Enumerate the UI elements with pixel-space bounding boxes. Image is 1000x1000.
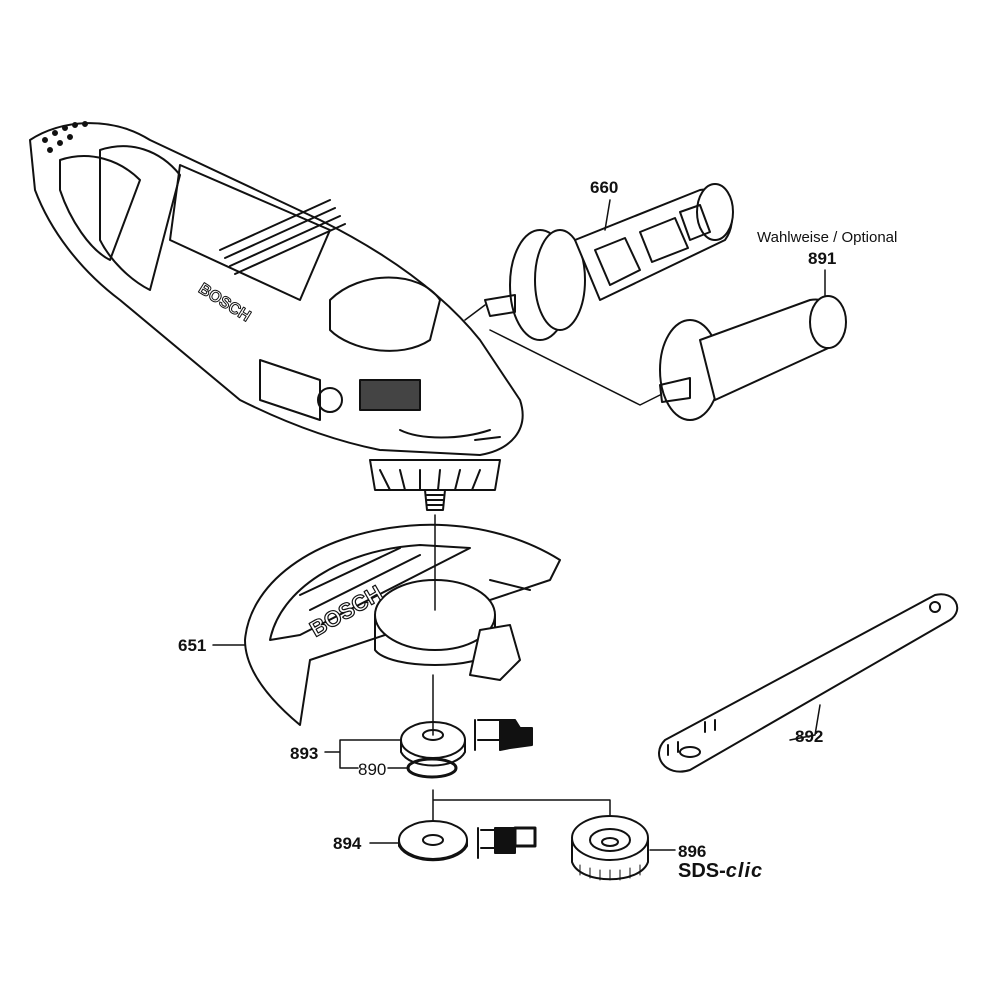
label-leaders bbox=[212, 199, 826, 851]
wheel-guard-651 bbox=[244, 523, 561, 726]
auxiliary-handle-660 bbox=[484, 183, 734, 341]
part-number-892: 892 bbox=[795, 727, 824, 746]
clamping-nut-894 bbox=[398, 820, 468, 862]
o-ring-890 bbox=[406, 757, 458, 779]
part-number-891: 891 bbox=[808, 249, 837, 268]
auxiliary-handle-891 bbox=[659, 295, 847, 421]
sds-clic-label: SDS-clic bbox=[678, 860, 763, 883]
sds-suffix: clic bbox=[725, 860, 764, 882]
flange-orientation-symbol-893 bbox=[474, 719, 533, 751]
sds-prefix: SDS- bbox=[678, 860, 726, 882]
part-number-896: 896 bbox=[678, 842, 707, 861]
optional-note-891: Wahlweise / Optional bbox=[757, 229, 898, 246]
quick-clamping-nut-896 bbox=[571, 815, 649, 881]
angle-grinder-body bbox=[29, 121, 524, 511]
part-number-890: 890 bbox=[358, 760, 387, 779]
part-number-651: 651 bbox=[178, 636, 207, 655]
part-number-894: 894 bbox=[333, 834, 362, 853]
nut-orientation-symbol-894 bbox=[477, 826, 537, 859]
two-pin-spanner-892 bbox=[658, 593, 959, 773]
part-number-893: 893 bbox=[290, 744, 319, 763]
part-number-660: 660 bbox=[590, 178, 619, 197]
leader-line-handles bbox=[464, 304, 661, 406]
mounting-flange-893 bbox=[400, 674, 466, 767]
